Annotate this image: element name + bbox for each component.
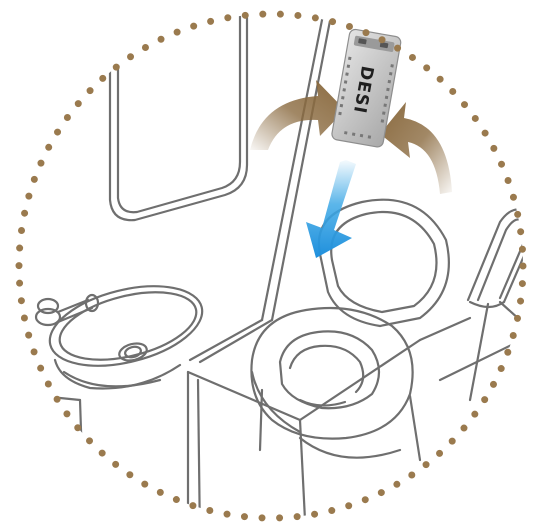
toilet-bowl — [251, 308, 420, 460]
sink — [42, 272, 211, 388]
right-wall — [420, 318, 542, 380]
faucet — [36, 295, 98, 325]
dotted-circle-border — [19, 14, 523, 518]
toilet-lid — [319, 200, 449, 326]
counter — [0, 392, 84, 520]
wall-corner — [190, 0, 334, 362]
insert-arrow — [306, 160, 356, 258]
right-curved-arrow — [380, 102, 452, 194]
